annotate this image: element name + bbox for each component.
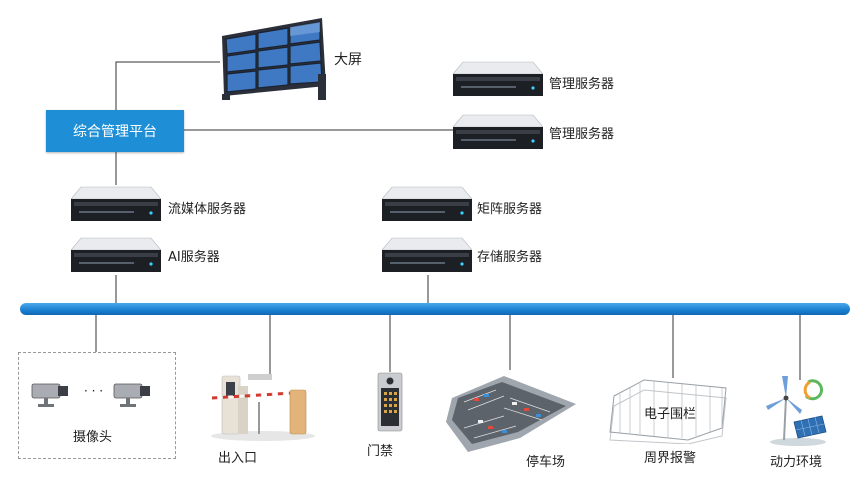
matrix-server-icon xyxy=(382,186,472,221)
gate-label: 出入口 xyxy=(218,451,258,466)
perimeter-label: 周界报警 xyxy=(644,451,697,466)
network-bus xyxy=(20,303,850,315)
streaming-server-label: 流媒体服务器 xyxy=(168,202,247,217)
line-platform-wall xyxy=(115,61,220,110)
camera-ellipsis: · · · xyxy=(84,384,104,398)
ai-server-icon xyxy=(71,237,161,272)
mgmt-server-2-label: 管理服务器 xyxy=(549,127,615,142)
camera-icon xyxy=(31,383,68,407)
camera-group-box xyxy=(18,352,176,459)
mgmt-server-1-label: 管理服务器 xyxy=(549,77,615,92)
gate-barrier-icon xyxy=(211,374,315,441)
electronic-fence-icon xyxy=(609,379,727,444)
fence-text: 电子围栏 xyxy=(644,407,697,422)
parking-label: 停车场 xyxy=(526,455,566,470)
matrix-server-label: 矩阵服务器 xyxy=(477,202,543,217)
video-wall-label: 大屏 xyxy=(334,52,362,68)
streaming-server-icon xyxy=(71,186,161,221)
camera-label: 摄像头 xyxy=(73,430,113,445)
access-label: 门禁 xyxy=(367,444,394,459)
platform-label: 综合管理平台 xyxy=(73,124,157,140)
access-control-icon xyxy=(377,372,403,432)
storage-server-icon xyxy=(382,237,472,272)
mgmt-server-1-icon xyxy=(453,61,543,96)
camera-icon xyxy=(113,383,150,407)
ai-server-label: AI服务器 xyxy=(168,250,220,265)
integrated-platform-box[interactable]: 综合管理平台 xyxy=(46,110,184,152)
mgmt-server-2-icon xyxy=(453,114,543,149)
storage-server-label: 存储服务器 xyxy=(477,250,543,265)
video-wall-icon xyxy=(222,18,326,100)
power-label: 动力环境 xyxy=(770,455,823,470)
parking-lot-icon xyxy=(446,376,576,452)
power-environment-icon xyxy=(766,376,827,446)
